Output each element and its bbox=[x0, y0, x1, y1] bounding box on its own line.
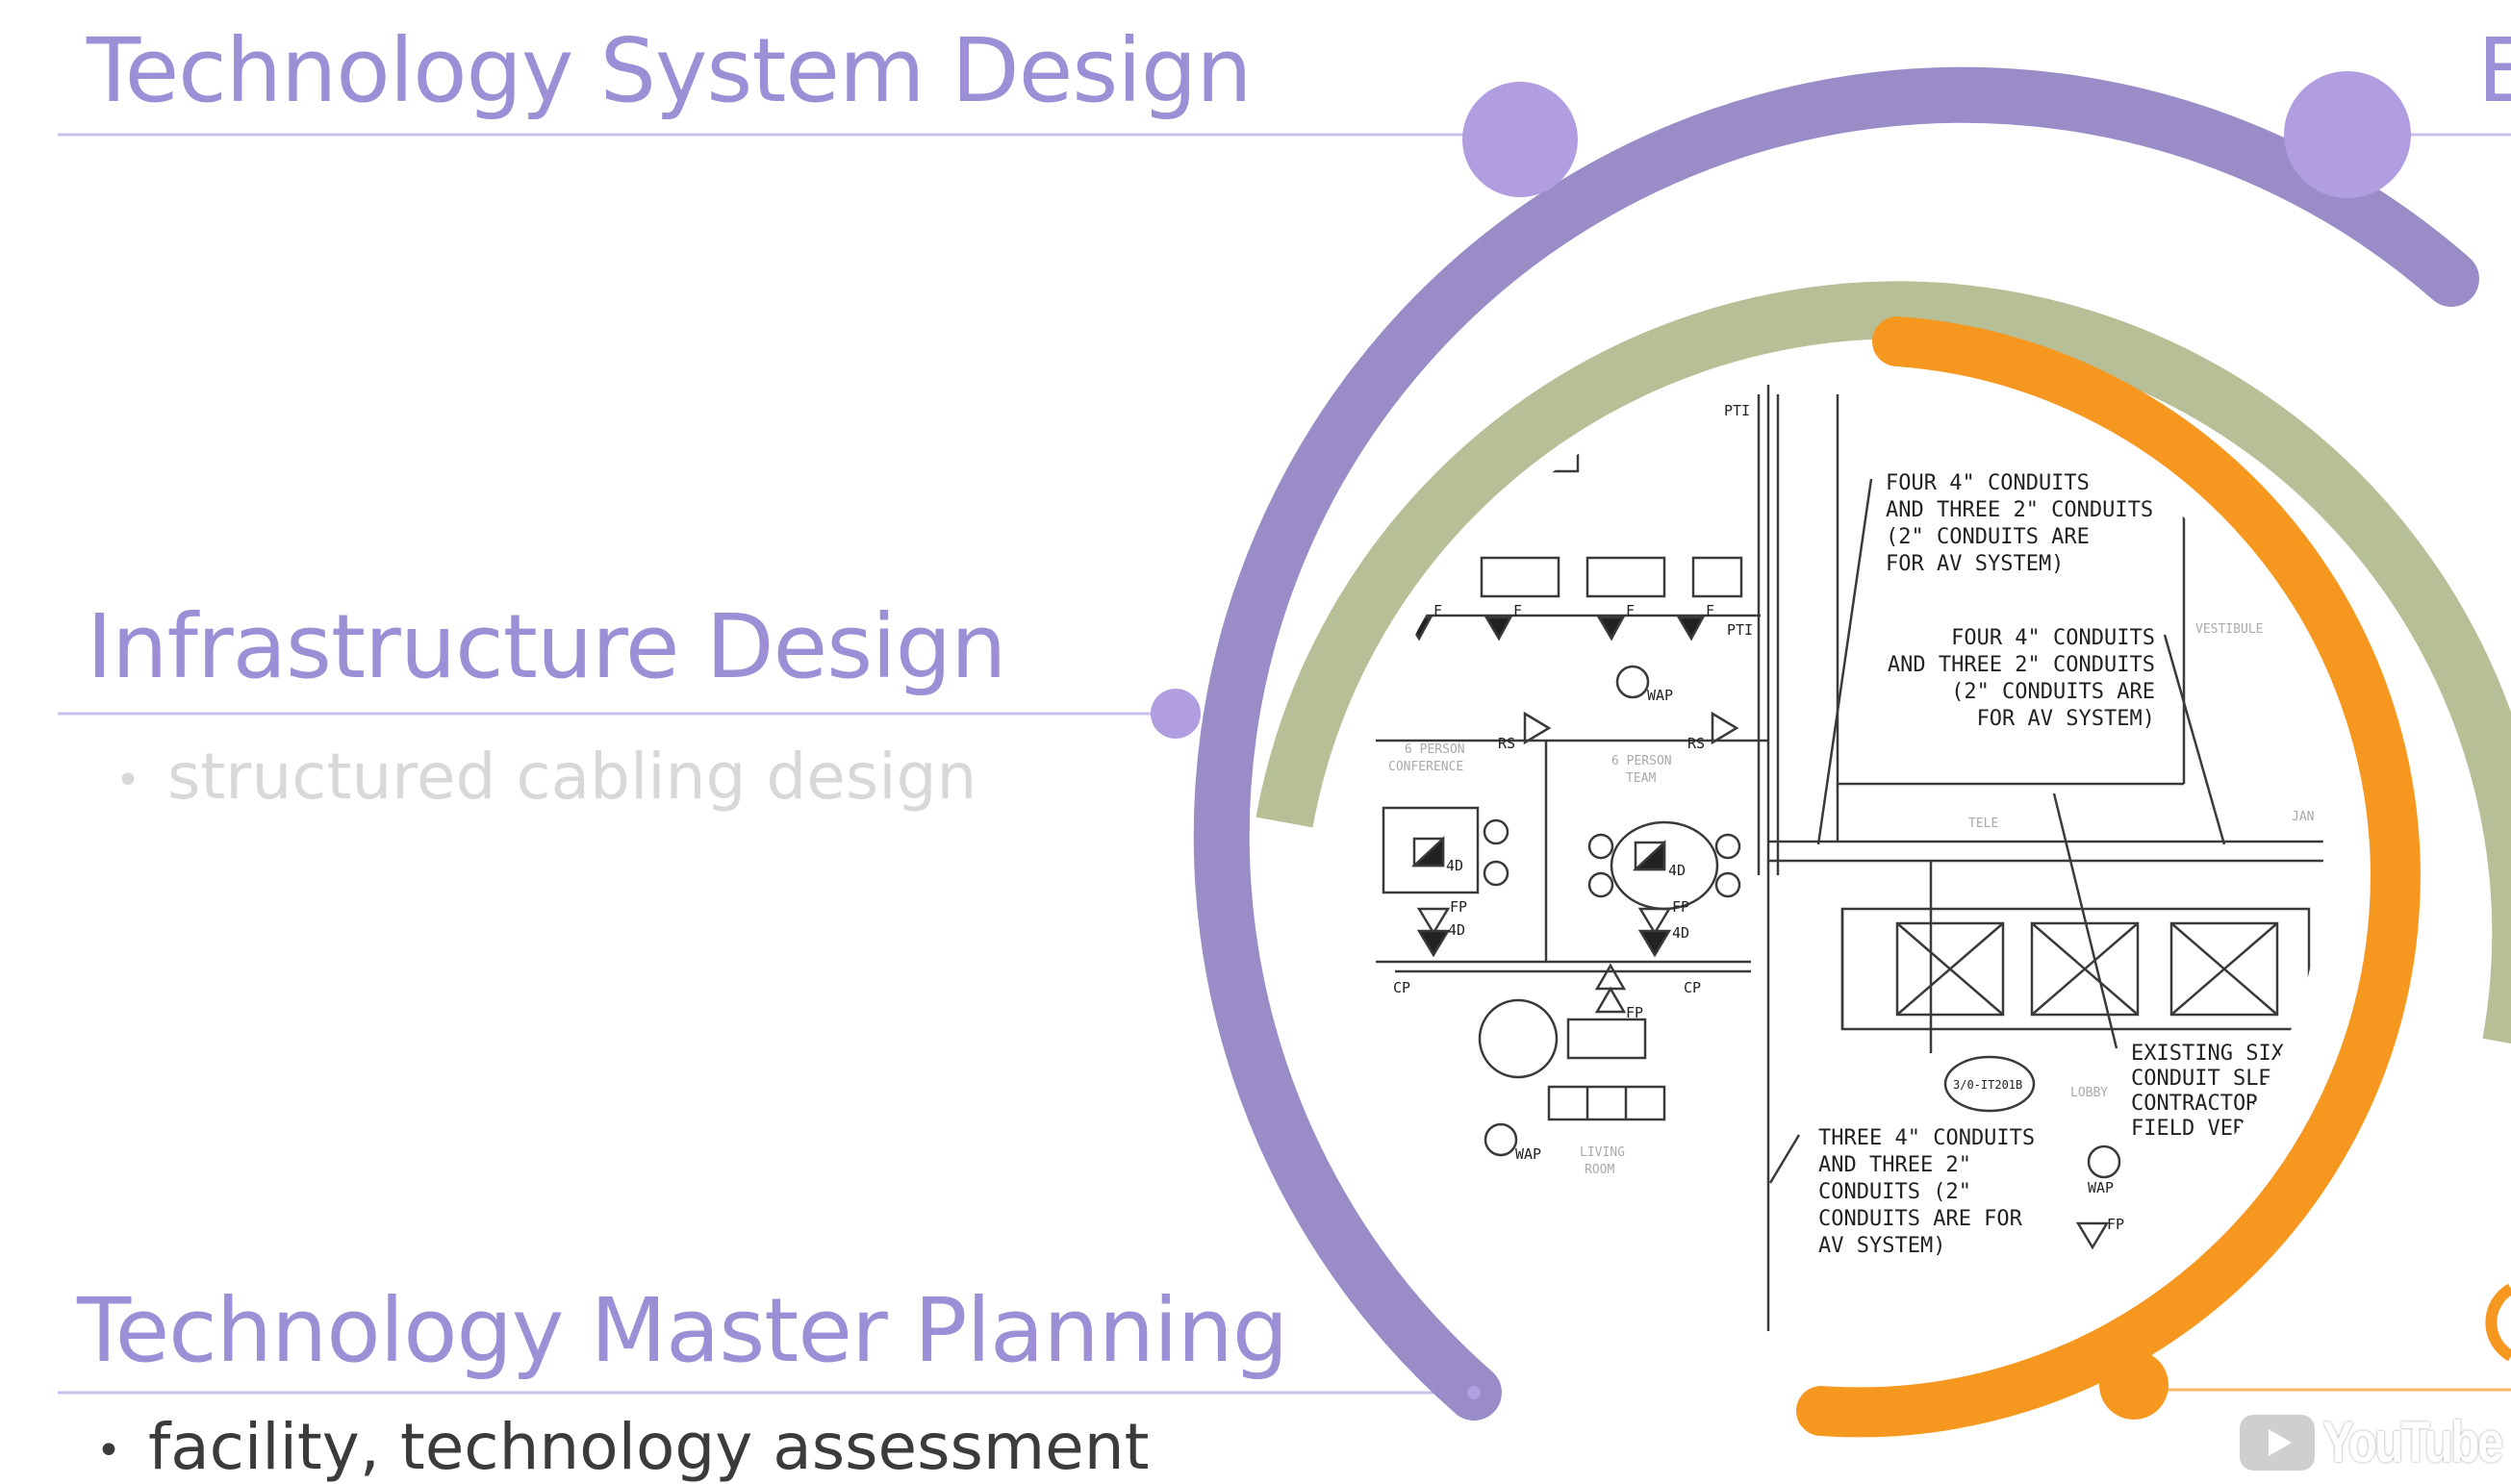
bullet-master-planning: •facility, technology assessment bbox=[96, 1416, 1149, 1479]
arc-node-orange bbox=[2099, 1350, 2169, 1420]
heading-technology-system-design: Technology System Design bbox=[87, 19, 1253, 122]
note-top-2: FOUR 4" CONDUITS AND THREE 2" CONDUITS (… bbox=[1888, 626, 2155, 731]
svg-text:RS: RS bbox=[1687, 735, 1705, 752]
youtube-watermark[interactable]: YouTube bbox=[2240, 1409, 2511, 1475]
youtube-wordmark: YouTube bbox=[2322, 1410, 2503, 1474]
svg-text:AND THREE 2" CONDUITS: AND THREE 2" CONDUITS bbox=[1886, 498, 2153, 522]
svg-text:FOR AV SYSTEM): FOR AV SYSTEM) bbox=[1977, 707, 2155, 731]
note-top-1: FOUR 4" CONDUITS AND THREE 2" CONDUITS (… bbox=[1886, 471, 2153, 576]
heading-technology-master-planning: Technology Master Planning bbox=[77, 1279, 1288, 1382]
svg-text:FP: FP bbox=[1626, 1004, 1643, 1021]
sage-arc bbox=[1256, 281, 2511, 1044]
svg-text:CONTRACTOR: CONTRACTOR bbox=[2131, 1092, 2259, 1116]
svg-text:6 PERSON: 6 PERSON bbox=[1611, 754, 1672, 768]
arc-node-top-left bbox=[1462, 82, 1578, 197]
bullet-master-planning-text: facility, technology assessment bbox=[147, 1410, 1150, 1484]
svg-text:TELE: TELE bbox=[1968, 817, 1998, 831]
svg-text:FOR AV SYSTEM): FOR AV SYSTEM) bbox=[1886, 552, 2064, 576]
svg-text:CP: CP bbox=[1684, 979, 1701, 996]
svg-text:CONDUIT SLEEV: CONDUIT SLEEV bbox=[2131, 1067, 2296, 1091]
bullet-marker: • bbox=[115, 755, 140, 805]
floor-plan-lens: FOUR 4" CONDUITS AND THREE 2" CONDUITS (… bbox=[1359, 373, 2325, 1339]
arc-node-top-right bbox=[2284, 71, 2411, 198]
plan-tags: WAP WAP WAP RS RS 4D 4D 4D 4D FP FP FP F… bbox=[1393, 402, 2124, 1233]
svg-text:6 PERSON: 6 PERSON bbox=[1405, 742, 1465, 757]
svg-text:FP: FP bbox=[1672, 898, 1689, 916]
svg-text:WAP: WAP bbox=[1515, 1145, 1541, 1163]
svg-text:FP: FP bbox=[2107, 1216, 2124, 1233]
svg-text:LOBBY: LOBBY bbox=[2070, 1086, 2108, 1100]
svg-text:(2" CONDUITS ARE: (2" CONDUITS ARE bbox=[1951, 680, 2155, 704]
youtube-play-icon bbox=[2240, 1414, 2315, 1471]
svg-text:RS: RS bbox=[1498, 735, 1515, 752]
purple-arc bbox=[1193, 66, 2479, 1421]
bullet-infrastructure-text: structured cabling design bbox=[166, 740, 977, 814]
room-labels: 6 PERSON CONFERENCE 6 PERSON TEAM LIVING… bbox=[1388, 622, 2314, 1177]
svg-text:PTI: PTI bbox=[1724, 402, 1750, 419]
svg-text:PTI: PTI bbox=[1727, 621, 1753, 639]
svg-text:THREE 4" CONDUITS: THREE 4" CONDUITS bbox=[1818, 1126, 2035, 1150]
svg-text:WAP: WAP bbox=[2088, 1179, 2114, 1196]
heading-right-fragment: E bbox=[2477, 19, 2511, 122]
svg-text:CONFERENCE: CONFERENCE bbox=[1388, 760, 1463, 774]
svg-text:JAN: JAN bbox=[2292, 810, 2314, 824]
svg-text:4D: 4D bbox=[1668, 862, 1686, 879]
svg-text:TEAM: TEAM bbox=[1626, 771, 1656, 786]
note-bottom: THREE 4" CONDUITS AND THREE 2" CONDUITS … bbox=[1818, 1126, 2035, 1258]
svg-text:F: F bbox=[1706, 602, 1714, 619]
svg-text:CONDUITS ARE FOR: CONDUITS ARE FOR bbox=[1818, 1207, 2023, 1231]
svg-text:WAP: WAP bbox=[1647, 687, 1673, 704]
svg-text:FP: FP bbox=[1450, 898, 1467, 916]
svg-text:CONDUITS (2": CONDUITS (2" bbox=[1818, 1180, 1971, 1204]
orange-ring-fragment bbox=[2485, 1283, 2511, 1362]
svg-text:LIVING: LIVING bbox=[1580, 1145, 1625, 1160]
svg-text:AV SYSTEM): AV SYSTEM) bbox=[1818, 1234, 1945, 1258]
svg-text:F: F bbox=[1433, 602, 1442, 619]
svg-text:AND THREE 2" CONDUITS: AND THREE 2" CONDUITS bbox=[1888, 653, 2155, 677]
svg-text:F: F bbox=[1626, 602, 1635, 619]
orange-arc bbox=[1796, 316, 2421, 1438]
svg-text:FOUR 4" CONDUITS: FOUR 4" CONDUITS bbox=[1886, 471, 2090, 495]
bullet-marker: • bbox=[96, 1425, 121, 1475]
svg-text:4D: 4D bbox=[1672, 924, 1689, 942]
svg-text:4D: 4D bbox=[1446, 857, 1463, 874]
svg-text:EXISTING SIX 4": EXISTING SIX 4" bbox=[2131, 1042, 2322, 1066]
svg-text:AND THREE 2": AND THREE 2" bbox=[1818, 1153, 1971, 1177]
svg-text:CP: CP bbox=[1393, 979, 1410, 996]
svg-text:VESTIBULE: VESTIBULE bbox=[2195, 622, 2263, 637]
svg-text:3/0-IT201B: 3/0-IT201B bbox=[1953, 1078, 2022, 1092]
svg-text:ROOM: ROOM bbox=[1585, 1163, 1614, 1177]
svg-text:FOUR 4" CONDUITS: FOUR 4" CONDUITS bbox=[1951, 626, 2155, 650]
heading-infrastructure-design: Infrastructure Design bbox=[87, 595, 1006, 698]
svg-text:FIELD VERIF: FIELD VERIF bbox=[2131, 1117, 2271, 1141]
arc-node-infra bbox=[1151, 689, 1201, 739]
arc-node-master bbox=[1467, 1386, 1481, 1399]
note-right: EXISTING SIX 4" CONDUIT SLEEV CONTRACTOR… bbox=[2131, 1042, 2322, 1141]
bullet-infrastructure: •structured cabling design bbox=[115, 745, 976, 809]
svg-text:(2" CONDUITS ARE: (2" CONDUITS ARE bbox=[1886, 525, 2090, 549]
svg-text:4D: 4D bbox=[1448, 921, 1465, 939]
svg-text:F: F bbox=[1513, 602, 1522, 619]
